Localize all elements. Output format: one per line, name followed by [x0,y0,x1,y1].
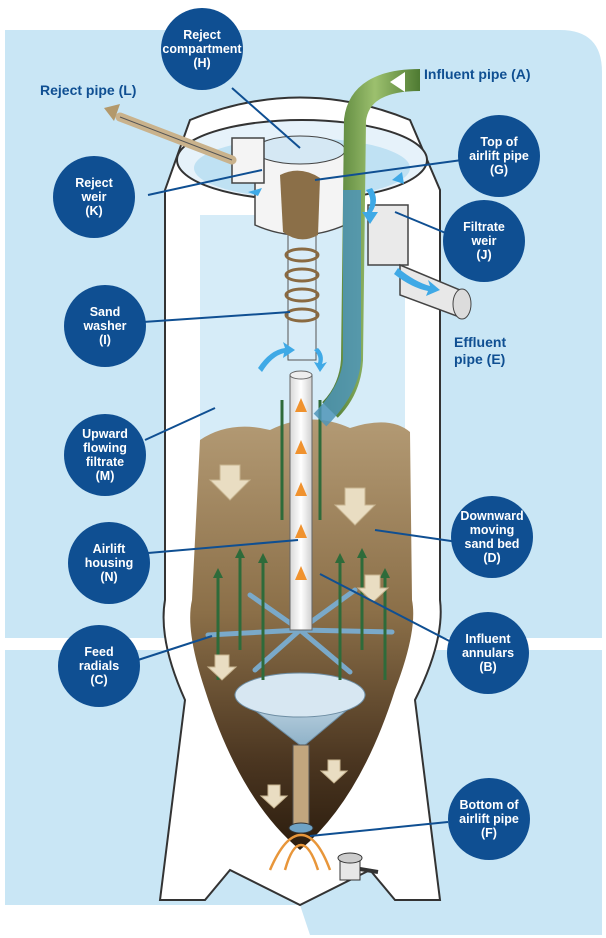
label-influent-pipe: Influent pipe (A) [424,66,531,83]
label-airlift-housing: Airlift housing (N) [68,522,150,604]
label-downward-moving-sand-bed: Downward moving sand bed (D) [451,496,533,578]
label-reject-weir: Reject weir (K) [53,156,135,238]
effluent-pipe-end [453,289,471,319]
label-feed-radials: Feed radials (C) [58,625,140,707]
label-filtrate-weir: Filtrate weir (J) [443,200,525,282]
reject-sludge [280,171,320,240]
label-reject-compartment: Reject compartment (H) [161,8,243,90]
label-top-of-airlift-pipe: Top of airlift pipe (G) [458,115,540,197]
label-bottom-of-airlift-pipe: Bottom of airlift pipe (F) [448,778,530,860]
cone-top [235,673,365,717]
reject-compartment-top [255,136,345,164]
label-reject-pipe: Reject pipe (L) [40,82,136,99]
airlift-pipe-bottom [289,823,313,833]
airlift-housing-tube [290,375,312,630]
label-upward-flowing-filtrate: Upward flowing filtrate (M) [64,414,146,496]
label-sand-washer: Sand washer (I) [64,285,146,367]
airlift-housing-top [290,371,312,379]
label-effluent-pipe: Effluent pipe (E) [454,334,506,368]
label-influent-annulars: Influent annulars (B) [447,612,529,694]
